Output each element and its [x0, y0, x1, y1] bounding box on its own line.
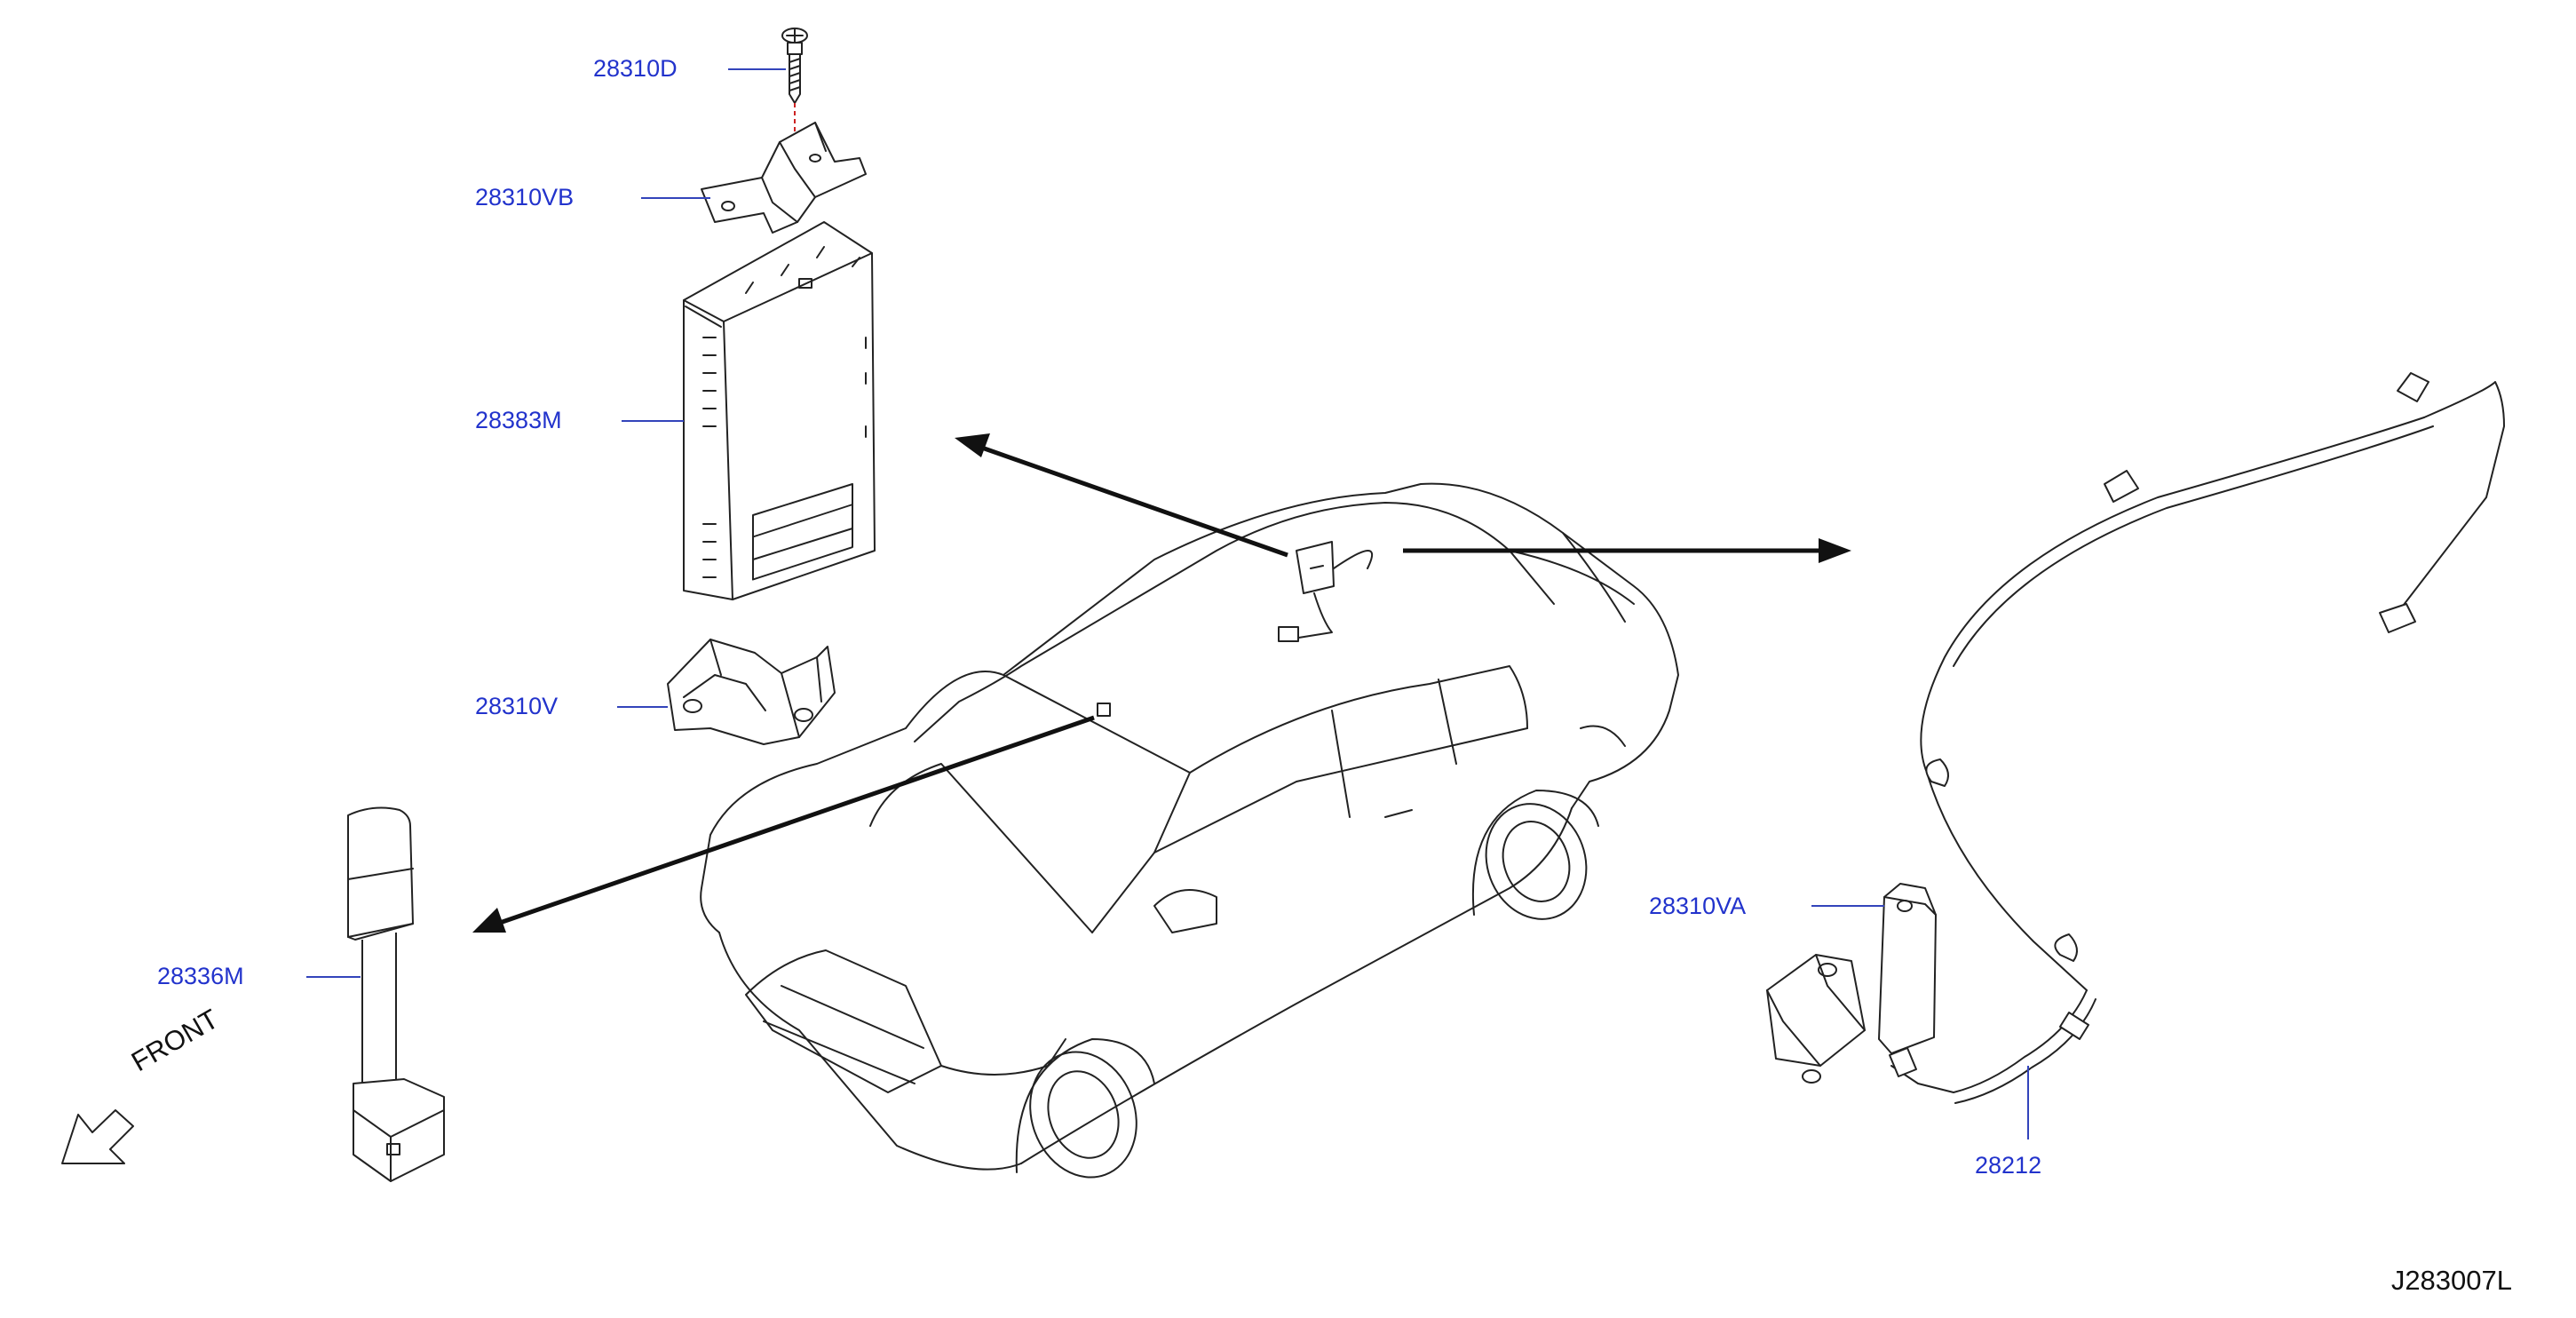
lower-bracket-part[interactable] — [667, 639, 836, 745]
callout-28310V[interactable]: 28310V — [475, 693, 559, 719]
callout-28212[interactable]: 28212 — [1975, 1152, 2042, 1179]
arrow-to-harness — [1403, 538, 1851, 563]
side-bracket-part[interactable] — [1766, 883, 1937, 1084]
callout-28383M[interactable]: 28383M — [475, 407, 562, 433]
upper-bracket-part[interactable] — [701, 122, 867, 234]
callout-28310D[interactable]: 28310D — [593, 55, 678, 82]
front-direction-arrow-icon — [61, 1109, 134, 1164]
callout-28310VA[interactable]: 28310VA — [1649, 893, 1747, 919]
harness-part[interactable] — [1889, 372, 2505, 1104]
control-unit-part[interactable] — [683, 221, 876, 600]
callout-28336M[interactable]: 28336M — [157, 963, 244, 989]
diagram-code: J283007L — [2390, 1265, 2512, 1296]
callout-28310VB[interactable]: 28310VB — [475, 184, 575, 210]
arrow-to-antenna — [472, 715, 1095, 933]
antenna-part[interactable] — [347, 806, 445, 1182]
arrow-to-control-unit — [955, 433, 1288, 558]
vehicle-illustration — [700, 482, 1679, 1179]
bolt-part[interactable] — [781, 28, 808, 138]
